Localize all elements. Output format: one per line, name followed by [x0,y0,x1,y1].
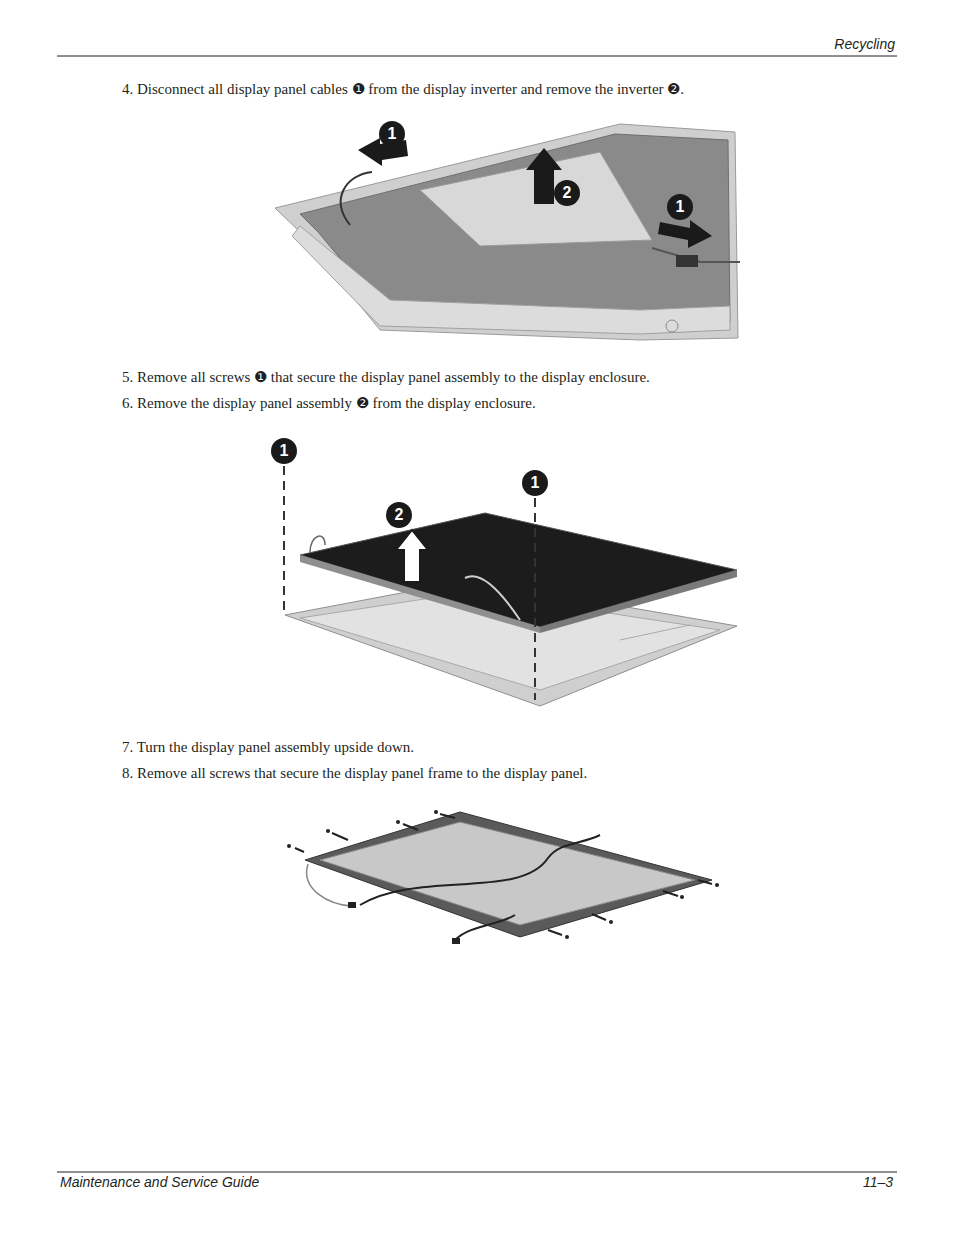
display-panel-back [320,822,695,925]
step-text: 8. Remove all screws that secure the dis… [122,764,587,782]
callout-number: 1 [667,194,693,220]
display-enclosure [275,124,738,340]
panel-edge [540,570,737,633]
panel-cable [465,576,520,620]
step-text: 7. Turn the display panel assembly upsid… [122,738,414,756]
panel-cable [310,536,325,552]
screw-path [534,498,536,700]
screw-path [295,848,304,852]
cable-connector [348,902,356,908]
display-panel-assembly [300,513,737,627]
screw [680,895,684,899]
direction-arrow [658,220,712,248]
screw-path [332,833,348,840]
screw [326,829,330,833]
panel-cable [360,835,600,905]
screw-path [440,814,455,818]
screw [287,844,291,848]
screw-paths [295,814,712,935]
screw [396,820,400,824]
callout-number: 2 [386,502,412,528]
screw [715,883,719,887]
callout-number: 2 [554,180,580,206]
step-text: 6. Remove the display panel assembly ❷ f… [122,394,536,412]
hinge-screw [666,320,678,332]
screw-path [663,891,678,896]
callout-number: 1 [522,470,548,496]
header-rule [57,56,897,57]
screw-path [283,466,285,612]
running-footer: Maintenance and Service Guide [60,1174,259,1190]
running-header: Recycling [834,36,895,52]
screw-path [592,914,606,920]
screw-path [698,880,712,884]
page-number: 11–3 [863,1174,893,1190]
panel-cable [455,915,515,940]
screw [434,810,438,814]
screw [565,935,569,939]
direction-arrow [396,530,428,582]
screws [287,810,719,939]
callout-number: 1 [379,121,405,147]
step-text: 5. Remove all screws ❶ that secure the d… [122,368,650,386]
cable-connector [676,255,698,267]
step-text: 4. Disconnect all display panel cables ❶… [122,80,684,98]
inverter-cable [341,172,372,225]
panel-cable [307,864,352,906]
footer-rule [57,1172,897,1173]
callout-number: 1 [271,438,297,464]
screw-path [548,930,562,935]
screw [609,920,613,924]
enclosure-detail [620,625,690,640]
cable-connector [452,938,460,944]
screw-path [403,824,418,830]
